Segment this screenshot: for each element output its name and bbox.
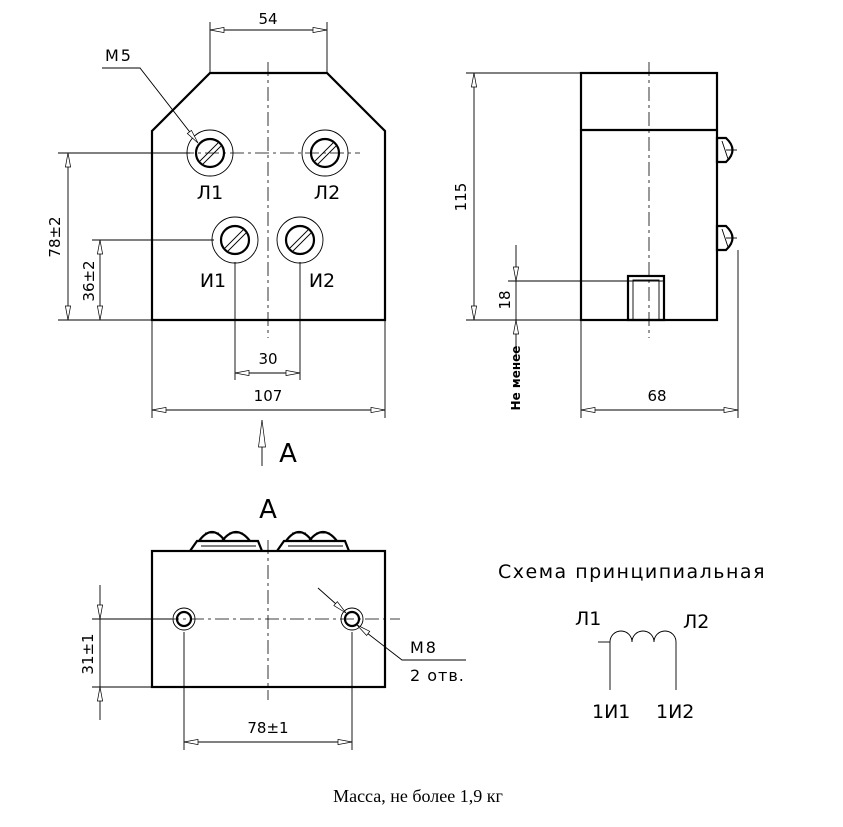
schematic-i2-label: 1И2	[656, 701, 694, 723]
dim-bottom-height: 31±1	[79, 633, 97, 674]
schematic: Схема принципиальная Л1 Л2 1И1 1И2	[498, 561, 766, 723]
side-screw-upper	[715, 136, 737, 164]
terminal-i1-screw	[211, 216, 259, 264]
dim-depth: 68	[647, 387, 666, 405]
bottom-screw-heads-left	[189, 530, 264, 552]
dim-54	[209, 22, 328, 73]
schematic-l2-label: Л2	[683, 611, 709, 633]
dim-slot-height: 18	[496, 290, 514, 309]
view-a: А	[79, 495, 466, 750]
dim-107	[151, 320, 386, 418]
front-body-outline	[150, 71, 387, 322]
dim-terminal-spacing: 30	[258, 350, 277, 368]
side-view: 115 18 Не менее 68	[452, 62, 739, 418]
dim-not-less-note: Не менее	[509, 346, 523, 411]
schematic-title: Схема принципиальная	[498, 561, 766, 583]
schematic-l1-label: Л1	[575, 608, 601, 630]
view-a-arrow	[258, 419, 266, 466]
dim-68	[580, 250, 739, 418]
terminal-i2-label: И2	[309, 270, 335, 292]
view-a-arrow-label: А	[279, 439, 297, 469]
dim-78	[58, 152, 190, 321]
terminal-i1-label: И1	[200, 270, 226, 292]
bottom-screw-heads-right	[276, 530, 351, 552]
dim-top-width: 54	[258, 10, 277, 28]
mass-note: Масса, не более 1,9 кг	[333, 786, 503, 806]
dim-overall-width: 107	[254, 387, 283, 405]
dim-hole-spacing: 78±1	[247, 719, 288, 737]
dim-31	[92, 585, 172, 720]
dim-18	[508, 245, 628, 356]
terminal-l1-label: Л1	[197, 182, 223, 204]
mounting-hole-left	[172, 607, 196, 631]
coil-symbol	[598, 630, 677, 690]
dim-side-height: 115	[452, 183, 470, 212]
terminal-i2-screw	[276, 216, 324, 264]
thread-m5-label: М5	[105, 46, 133, 65]
m8-leader	[317, 587, 466, 661]
terminal-l2-label: Л2	[314, 182, 340, 204]
mounting-hole-right	[340, 607, 364, 631]
dim-78-holes	[183, 632, 353, 750]
m5-leader	[102, 67, 201, 145]
dim-36	[92, 239, 214, 321]
view-a-title: А	[259, 495, 277, 525]
side-slot	[626, 274, 666, 322]
thread-m8-label: М8	[410, 638, 438, 657]
schematic-i1-label: 1И1	[592, 701, 630, 723]
dim-height-36: 36±2	[80, 260, 98, 301]
side-screw-lower	[715, 224, 737, 252]
dim-30	[234, 262, 301, 380]
holes-count-label: 2 отв.	[410, 666, 465, 685]
front-view: Л1 Л2 И1 И2 М5 54 78±2	[46, 10, 387, 469]
dim-height-78: 78±2	[46, 216, 64, 257]
dim-115	[466, 72, 581, 321]
